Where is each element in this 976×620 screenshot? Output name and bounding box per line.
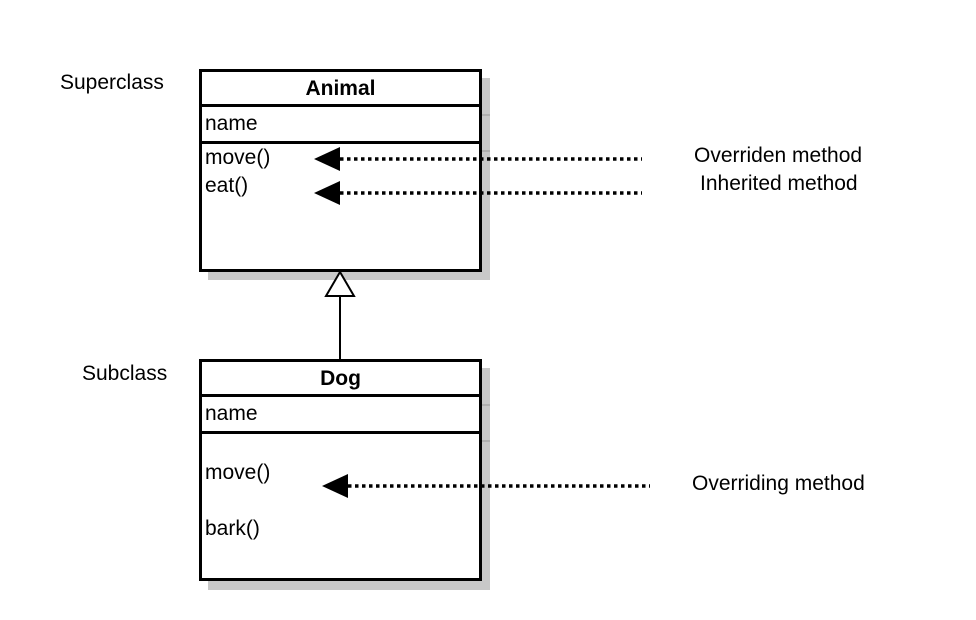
inherited-method-label: Inherited method xyxy=(700,172,858,195)
dog-class-box[interactable]: Dog name move() bark() xyxy=(199,359,482,581)
overriden-method-label: Overriden method xyxy=(694,144,863,167)
overriding-arrowhead xyxy=(322,474,348,498)
animal-attribute-name: name xyxy=(202,107,479,144)
dog-attribute-name: name xyxy=(202,397,479,434)
subclass-role-label: Subclass xyxy=(82,362,168,385)
inherited-arrowhead xyxy=(314,181,340,205)
animal-class-name: Animal xyxy=(202,72,479,107)
animal-method-eat: eat() xyxy=(205,174,249,197)
superclass-role-label: Superclass xyxy=(60,71,164,94)
dog-method-move: move() xyxy=(205,461,271,484)
dog-class-name: Dog xyxy=(202,362,479,397)
overriding-method-label: Overriding method xyxy=(692,472,865,495)
animal-method-move: move() xyxy=(205,146,271,169)
dog-method-bark: bark() xyxy=(205,517,260,540)
animal-class-box[interactable]: Animal name move() eat() xyxy=(199,69,482,272)
inheritance-arrowhead xyxy=(324,270,356,297)
overriden-arrowhead xyxy=(314,147,340,171)
